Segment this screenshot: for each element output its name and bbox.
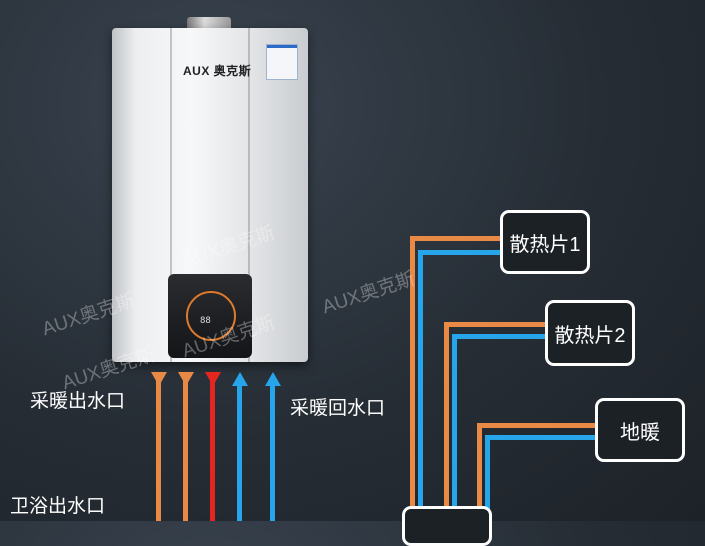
loop2-return-h bbox=[452, 334, 548, 339]
flue-pipe bbox=[187, 17, 231, 31]
arrow-down-icon bbox=[151, 372, 167, 386]
cold-in-pipe bbox=[237, 386, 242, 521]
heating-out-pipe-1 bbox=[156, 378, 161, 521]
loop3-return-h bbox=[485, 435, 597, 440]
loop1-return bbox=[418, 250, 423, 521]
arrow-down-icon bbox=[178, 372, 194, 386]
loop3-return bbox=[485, 435, 490, 521]
energy-label-sticker bbox=[266, 44, 298, 80]
floor-heating-box: 地暖 bbox=[595, 398, 685, 462]
loop1-return-h bbox=[418, 250, 502, 255]
bottom-box bbox=[402, 506, 492, 546]
loop3-supply-h bbox=[477, 423, 597, 428]
arrow-down-icon bbox=[205, 372, 221, 386]
control-knob[interactable] bbox=[186, 291, 236, 341]
bath-hot-pipe bbox=[210, 378, 215, 521]
heating-return-pipe bbox=[270, 386, 275, 521]
heating-return-label: 采暖回水口 bbox=[290, 398, 386, 419]
brand-logo: AUX 奥克斯 bbox=[183, 64, 252, 78]
loop3-supply bbox=[477, 423, 482, 521]
radiator1-box: 散热片1 bbox=[500, 210, 590, 274]
temperature-display: 88 bbox=[200, 316, 211, 326]
watermark: AUX奥克斯 bbox=[319, 268, 418, 319]
bath-out-label: 卫浴出水口 bbox=[10, 496, 106, 517]
heating-out-label: 采暖出水口 bbox=[30, 391, 126, 412]
arrow-up-icon bbox=[265, 372, 281, 386]
loop1-supply bbox=[410, 236, 415, 521]
loop2-supply-h bbox=[444, 322, 548, 327]
loop2-supply bbox=[444, 322, 449, 521]
heating-out-pipe-2 bbox=[183, 378, 188, 521]
loop2-return bbox=[452, 334, 457, 521]
arrow-up-icon bbox=[232, 372, 248, 386]
radiator2-box: 散热片2 bbox=[545, 300, 635, 366]
loop1-supply-h bbox=[410, 236, 502, 241]
